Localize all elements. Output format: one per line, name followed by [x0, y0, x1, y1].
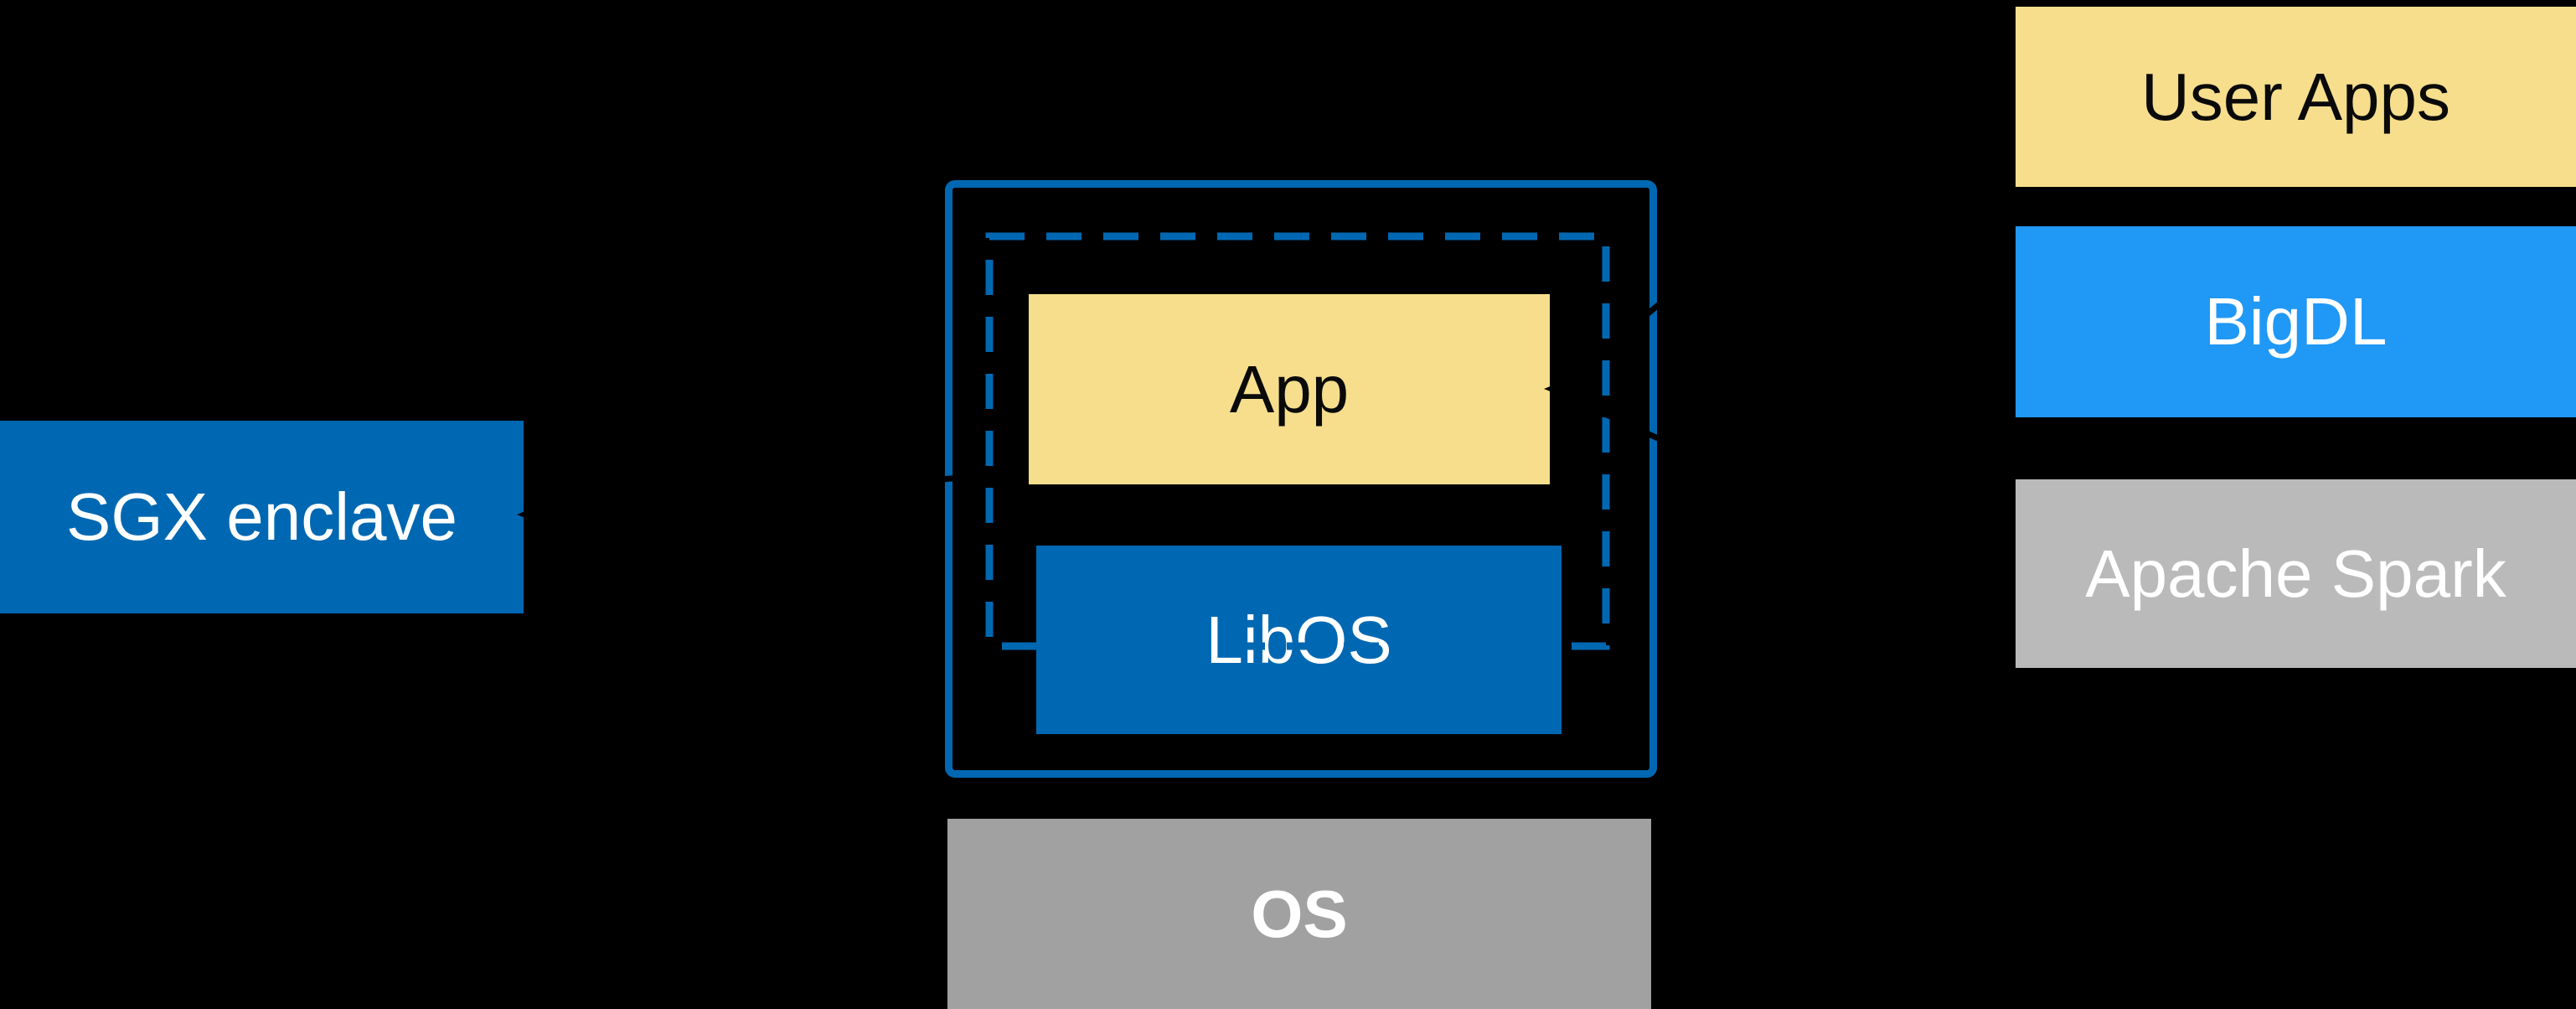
- sgx-enclave-label-box: SGX enclave: [0, 421, 524, 613]
- sgx-label-arrow-line: [545, 474, 961, 518]
- apache-spark-box: Apache Spark: [2016, 479, 2576, 668]
- libos-label: LibOS: [1205, 602, 1392, 677]
- user-apps-box: User Apps: [2016, 7, 2576, 187]
- os-box: OS: [947, 819, 1651, 1009]
- user-apps-label: User Apps: [2140, 59, 2451, 134]
- bigdl-label: BigDL: [2204, 284, 2388, 359]
- os-label: OS: [1251, 876, 1348, 951]
- sgx-enclave-label: SGX enclave: [66, 479, 457, 554]
- app-box: App: [1029, 294, 1550, 484]
- bigdl-box: BigDL: [2016, 226, 2576, 417]
- libos-box: LibOS: [1036, 546, 1562, 734]
- app-label: App: [1229, 351, 1350, 427]
- apache-spark-label: Apache Spark: [2085, 536, 2506, 611]
